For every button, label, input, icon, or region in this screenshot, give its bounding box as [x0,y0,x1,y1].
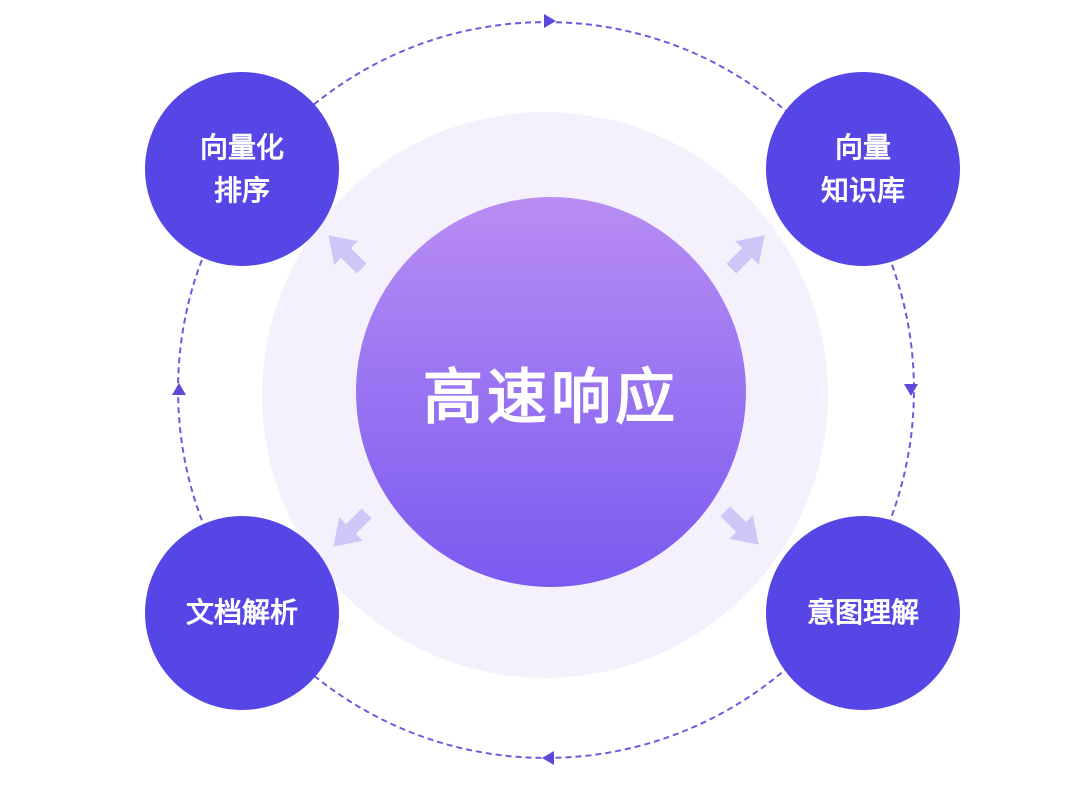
orbit-arrow-left-icon [172,383,186,395]
orbit-arrow-top-icon [544,14,556,28]
node-label-line: 排序 [213,175,270,206]
node-vectorized-ranking: 向量化 排序 [145,72,339,266]
outward-arrow-bottom-left-icon [320,500,379,559]
node-intent-understanding: 意图理解 [766,516,960,710]
node-label-line: 知识库 [820,175,905,206]
outward-arrow-bottom-right-icon [712,498,771,557]
orbit-arrow-right-icon [904,384,918,396]
node-vector-knowledge-base: 向量 知识库 [766,72,960,266]
center-label: 高速响应 [423,363,679,431]
node-label-line: 向量 [834,131,891,163]
outward-arrow-top-left-icon [315,222,374,281]
orbit-arrow-bottom-icon [542,751,554,765]
outward-arrow-top-right-icon [718,222,777,281]
node-label-line: 意图理解 [806,597,919,629]
node-document-parsing: 文档解析 [145,516,339,710]
node-label-line: 向量化 [199,131,284,163]
center-circle: 高速响应 [356,197,746,587]
node-label-line: 文档解析 [185,597,298,629]
